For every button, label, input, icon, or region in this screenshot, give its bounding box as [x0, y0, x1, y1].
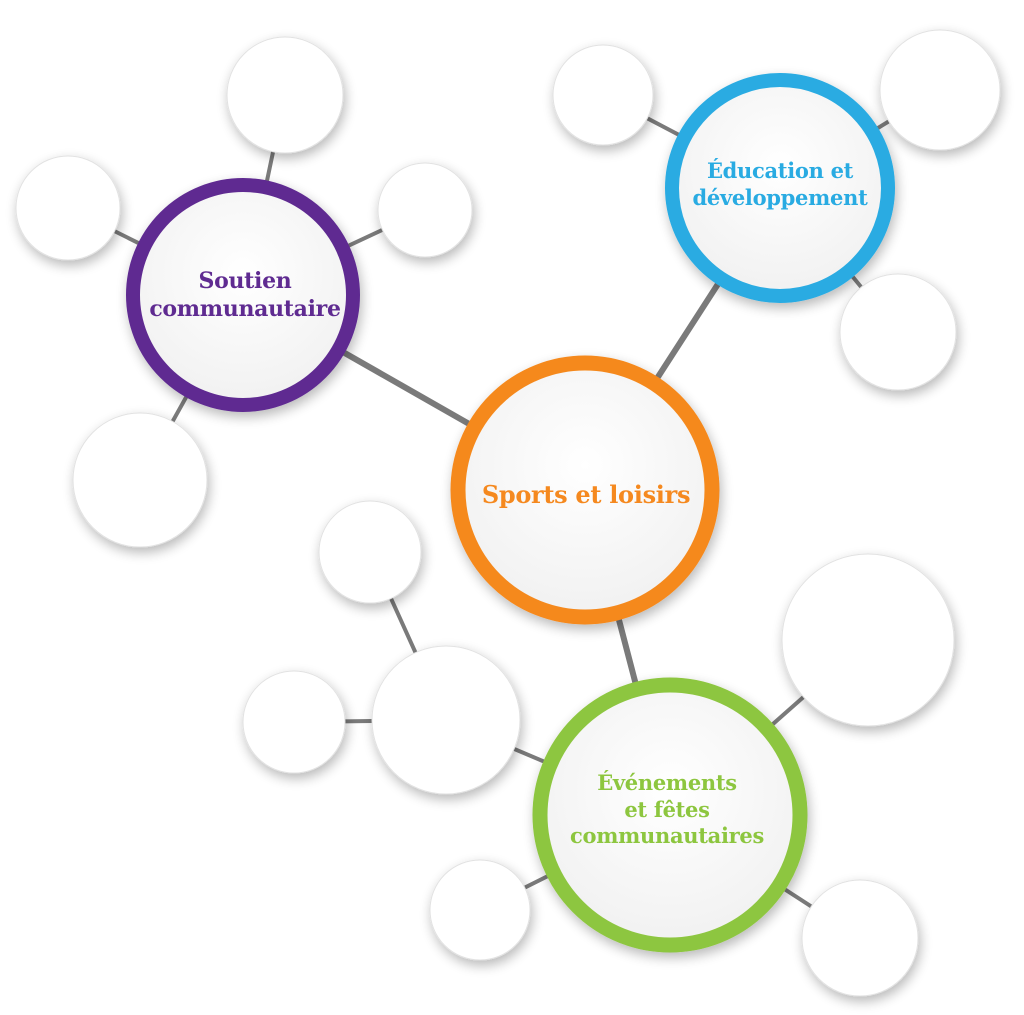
satellite-node — [801, 879, 919, 997]
satellite-node — [371, 645, 521, 795]
satellite-node — [839, 273, 957, 391]
satellite-node — [318, 500, 422, 604]
satellite-node — [879, 29, 1001, 151]
hub-nodes — [126, 73, 895, 953]
hub-circle-sports — [450, 355, 720, 625]
satellite-node — [242, 670, 346, 774]
satellite-node — [226, 36, 344, 154]
satellite-node — [781, 553, 955, 727]
hub-circle-soutien — [126, 178, 360, 412]
satellite-node — [429, 859, 531, 961]
satellite-node — [377, 162, 473, 258]
satellite-node — [15, 155, 121, 261]
hub-circle-evenements — [532, 677, 808, 953]
satellite-node — [552, 44, 654, 146]
satellite-node — [72, 412, 208, 548]
hub-circle-education — [665, 73, 895, 303]
satellite-nodes — [15, 29, 1001, 997]
